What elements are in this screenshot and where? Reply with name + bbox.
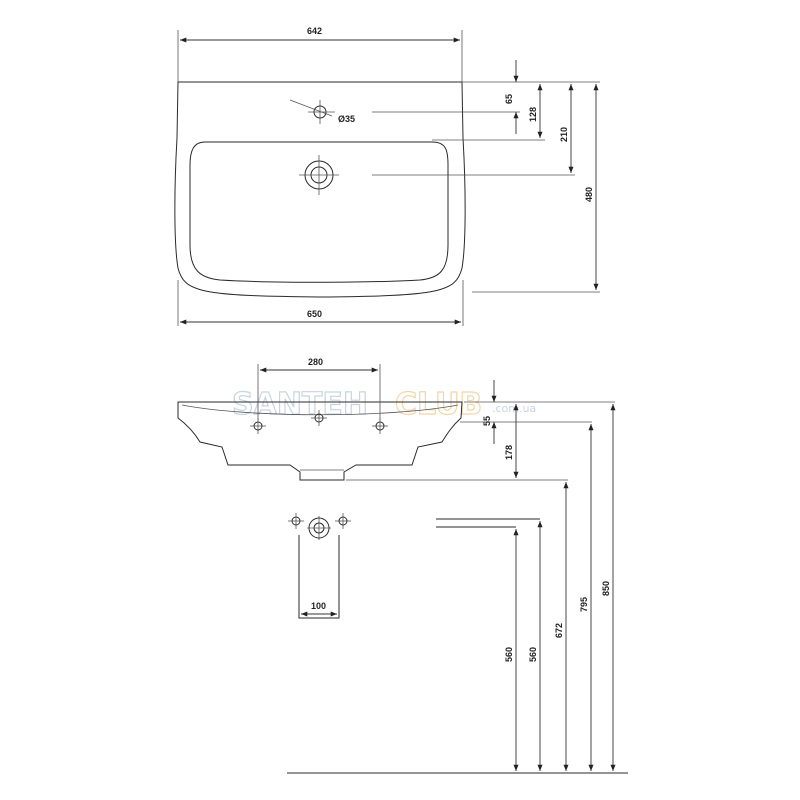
basin-outline bbox=[174, 81, 466, 298]
dim-100: 100 bbox=[311, 601, 326, 611]
tap-hole-center bbox=[311, 410, 327, 426]
siphon-outlet bbox=[288, 513, 351, 619]
side-view: 280 100 55 178 bbox=[177, 357, 628, 774]
dim-650: 650 bbox=[307, 309, 322, 319]
dim-795: 795 bbox=[579, 597, 589, 612]
dim-850: 850 bbox=[601, 581, 611, 596]
watermark-domain: .com.ua bbox=[492, 402, 536, 415]
basin-side-profile bbox=[177, 401, 463, 481]
dim-210: 210 bbox=[559, 127, 569, 142]
dim-55: 55 bbox=[482, 416, 492, 426]
dim-280: 280 bbox=[308, 357, 323, 367]
dim-672: 672 bbox=[554, 623, 564, 638]
watermark-santeh: SANTEH bbox=[232, 387, 368, 422]
inner-bowl bbox=[189, 141, 449, 283]
tap-hole-right bbox=[372, 418, 388, 434]
watermark-club: CLUB bbox=[395, 387, 482, 422]
hole-diameter-label: Ø35 bbox=[338, 114, 355, 124]
top-view: 642 650 65 128 210 480 Ø35 bbox=[174, 26, 600, 326]
dim-560a: 560 bbox=[504, 647, 514, 662]
dim-128: 128 bbox=[528, 107, 538, 122]
dim-480: 480 bbox=[584, 187, 594, 202]
watermark: SANTEH CLUB .com.ua bbox=[231, 386, 536, 422]
dim-65: 65 bbox=[504, 94, 514, 104]
tap-hole-left bbox=[250, 418, 266, 434]
dim-642: 642 bbox=[307, 26, 322, 36]
dim-560b: 560 bbox=[528, 647, 538, 662]
dim-178: 178 bbox=[504, 445, 514, 460]
